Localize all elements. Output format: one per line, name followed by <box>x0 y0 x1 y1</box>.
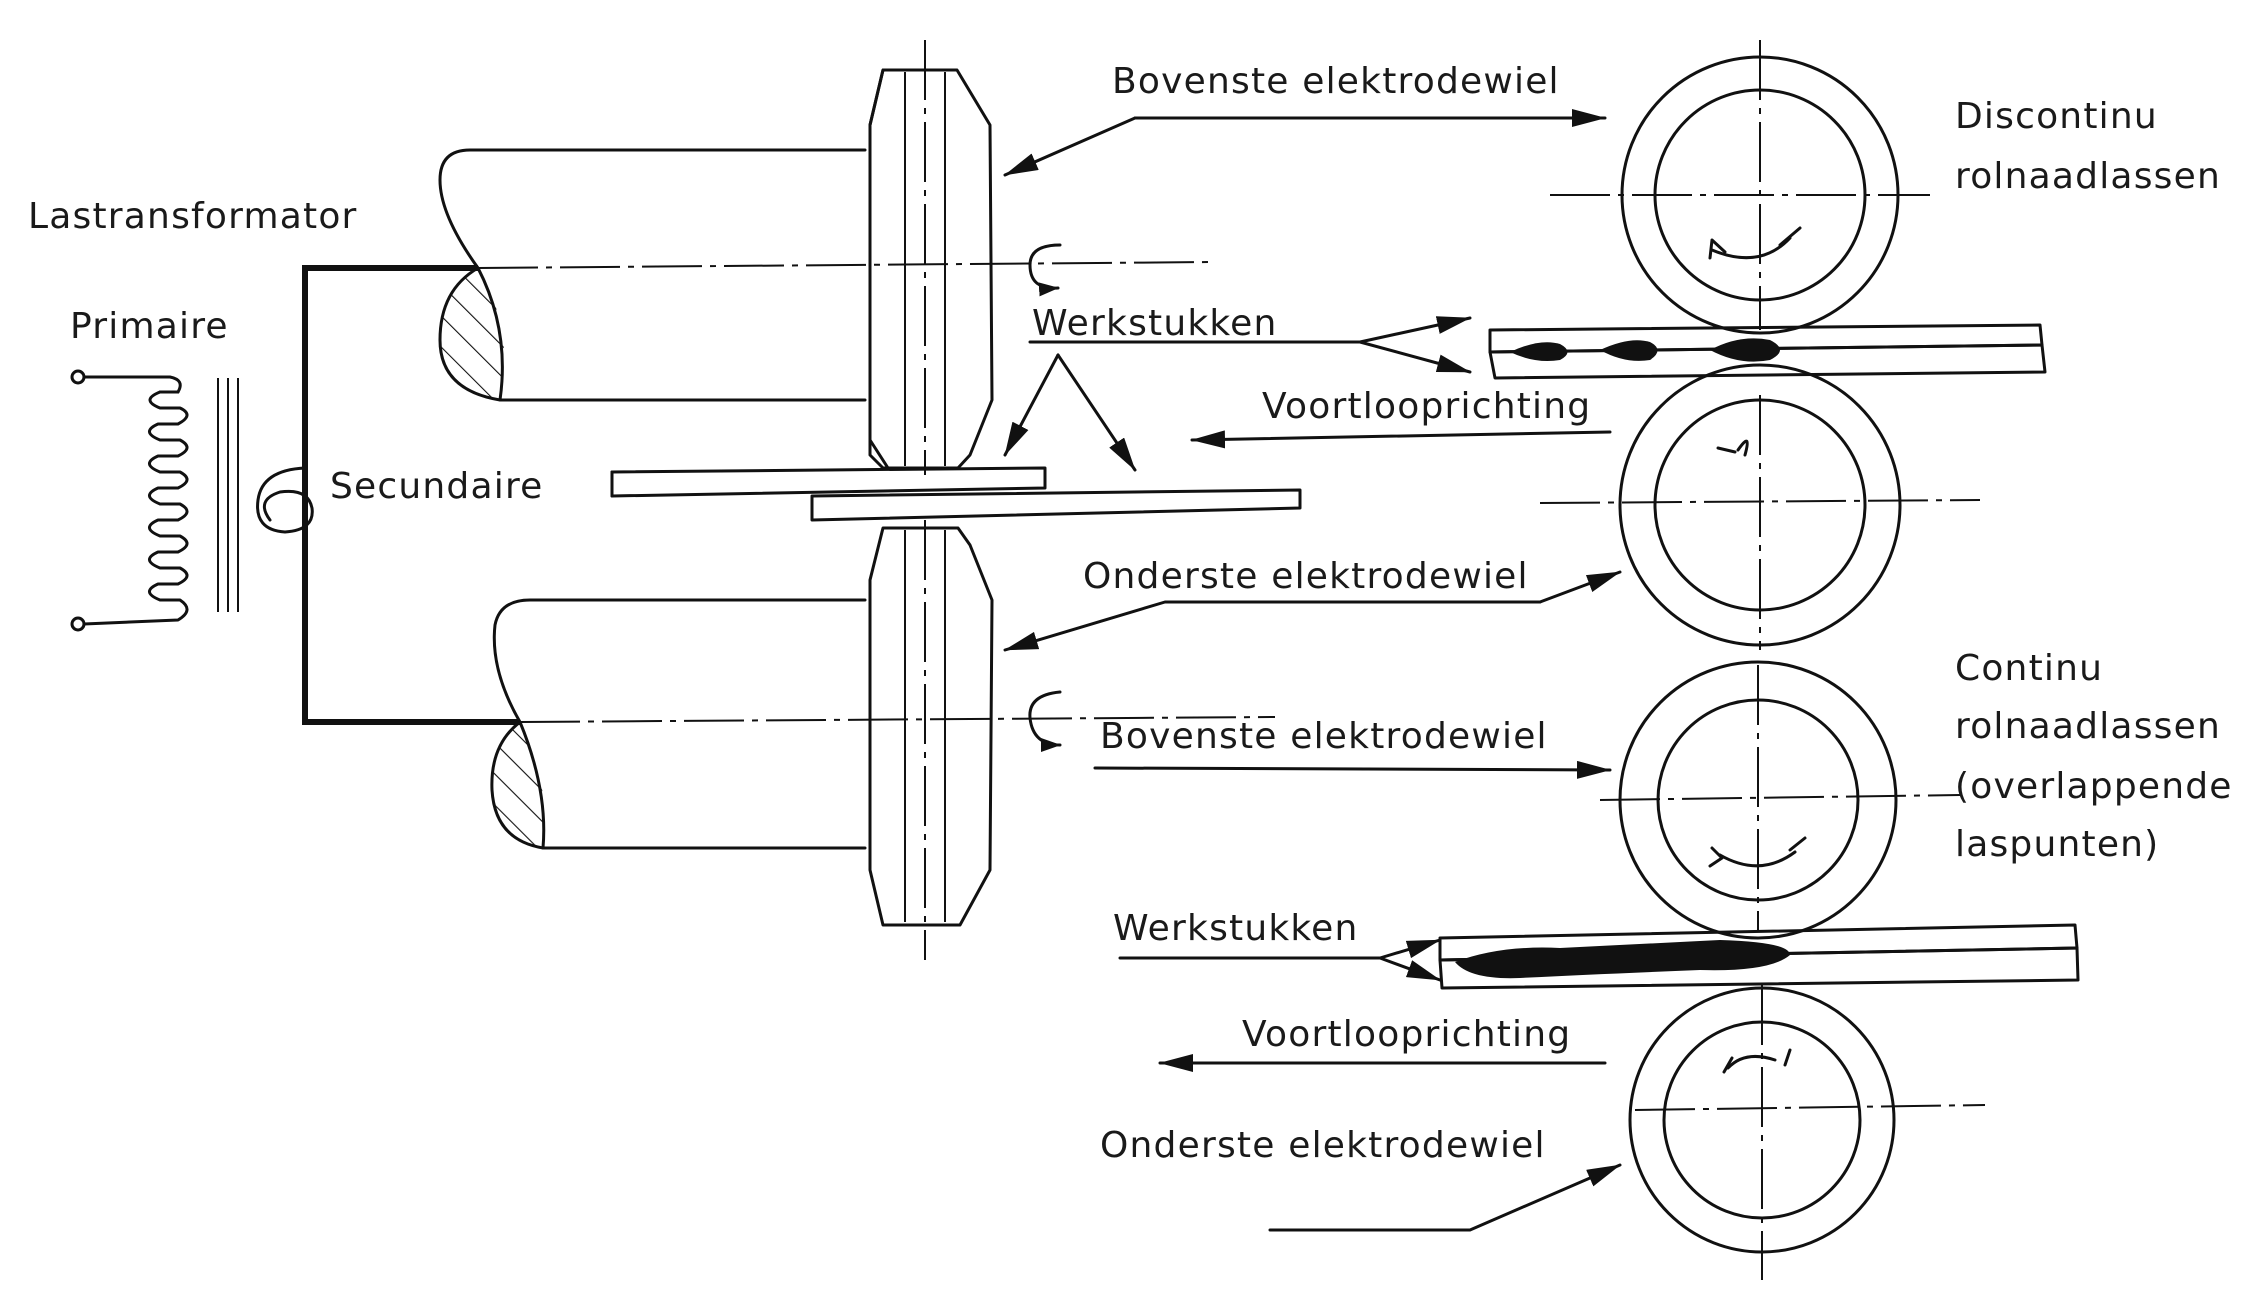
workpieces-side <box>610 466 1302 522</box>
lower-wheel-side <box>868 520 1062 960</box>
label-overlappende: (overlappende <box>1955 766 2233 807</box>
secondary-leads <box>302 265 520 725</box>
label-werkstukken-top: Werkstukken <box>1032 303 1278 344</box>
label-continu: Continu <box>1955 648 2103 689</box>
label-voortlooprichting-bottom: Voortlooprichting <box>1242 1014 1571 1055</box>
leader-arrows <box>1003 109 1622 1232</box>
label-voortlooprichting-top: Voortlooprichting <box>1262 386 1591 427</box>
label-werkstukken-bottom: Werkstukken <box>1113 908 1359 949</box>
label-laspunten: laspunten) <box>1955 824 2159 865</box>
label-rolnaadlassen-continu: rolnaadlassen <box>1955 706 2221 747</box>
discontinuous-upper-wheel <box>1550 40 1930 335</box>
label-secundaire: Secundaire <box>330 466 544 507</box>
label-onderste-elektrodewiel-top: Onderste elektrodewiel <box>1083 556 1529 597</box>
transformer <box>70 265 520 725</box>
label-onderste-elektrodewiel-bottom: Onderste elektrodewiel <box>1100 1125 1546 1166</box>
continuous-upper-wheel <box>1599 660 1961 940</box>
primary-coil <box>70 369 189 632</box>
label-discontinu: Discontinu <box>1955 96 2158 137</box>
upper-electrode-arm <box>438 148 1216 402</box>
label-bovenste-elektrodewiel-top: Bovenste elektrodewiel <box>1112 61 1560 102</box>
lower-electrode-arm <box>490 598 1276 850</box>
transformer-core <box>217 378 239 612</box>
label-rolnaadlassen-discontinu: rolnaadlassen <box>1955 156 2221 197</box>
label-bovenste-elektrodewiel-bottom: Bovenste elektrodewiel <box>1100 716 1548 757</box>
label-primaire: Primaire <box>70 306 229 347</box>
continuous-workpieces <box>1438 923 2080 990</box>
label-lastransformator: Lastransformator <box>28 196 358 237</box>
discontinuous-lower-wheel <box>1539 363 1981 650</box>
discontinuous-workpieces <box>1488 323 2047 380</box>
upper-wheel-side <box>868 40 1062 475</box>
continuous-lower-wheel <box>1628 985 1986 1280</box>
